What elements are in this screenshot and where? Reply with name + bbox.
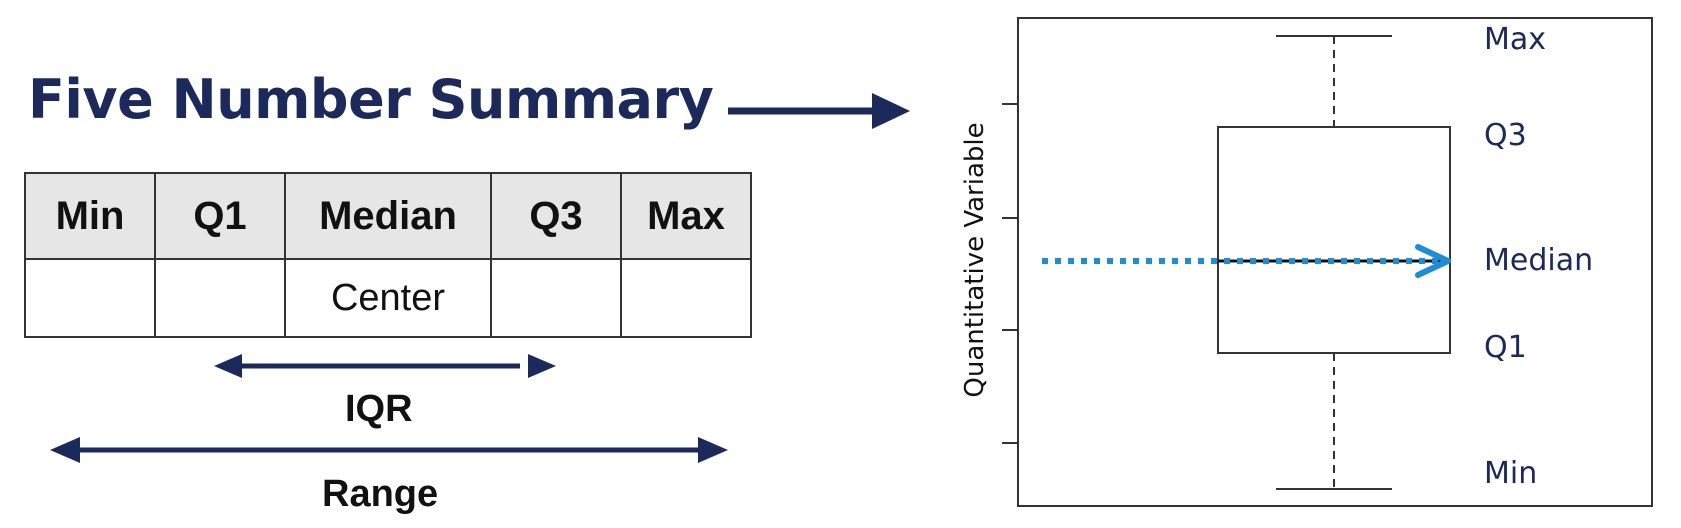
header-q1: Q1 <box>154 172 286 260</box>
page-title: Five Number Summary <box>28 68 714 131</box>
cell-q3 <box>490 258 622 338</box>
table-header-row: Min Q1 Median Q3 Max <box>24 172 752 260</box>
q1-label: Q1 <box>1484 330 1527 365</box>
cell-max <box>620 258 752 338</box>
iqr-box <box>1217 126 1451 354</box>
header-min: Min <box>24 172 156 260</box>
table-row: Center <box>24 258 752 338</box>
cell-q1 <box>154 258 286 338</box>
range-label: Range <box>322 473 439 515</box>
plot-frame <box>1017 17 1653 507</box>
cell-median: Center <box>284 258 492 338</box>
cell-min <box>24 258 156 338</box>
max-label: Max <box>1484 22 1547 57</box>
y-axis-label: Quantitative Variable <box>960 122 990 398</box>
header-max: Max <box>620 172 752 260</box>
median-pointer-arrow <box>1042 244 1451 278</box>
q3-label: Q3 <box>1484 118 1527 153</box>
iqr-arrow <box>214 354 556 378</box>
min-label: Min <box>1484 456 1538 491</box>
median-label: Median <box>1484 243 1594 278</box>
upper-whisker <box>1276 35 1392 127</box>
range-arrow <box>50 437 728 463</box>
title-arrow <box>728 93 910 129</box>
iqr-label: IQR <box>345 388 413 430</box>
lower-whisker <box>1276 353 1392 490</box>
header-median: Median <box>284 172 492 260</box>
five-number-table: Min Q1 Median Q3 Max Center <box>24 172 752 338</box>
y-axis-ticks <box>1002 103 1018 444</box>
header-q3: Q3 <box>490 172 622 260</box>
